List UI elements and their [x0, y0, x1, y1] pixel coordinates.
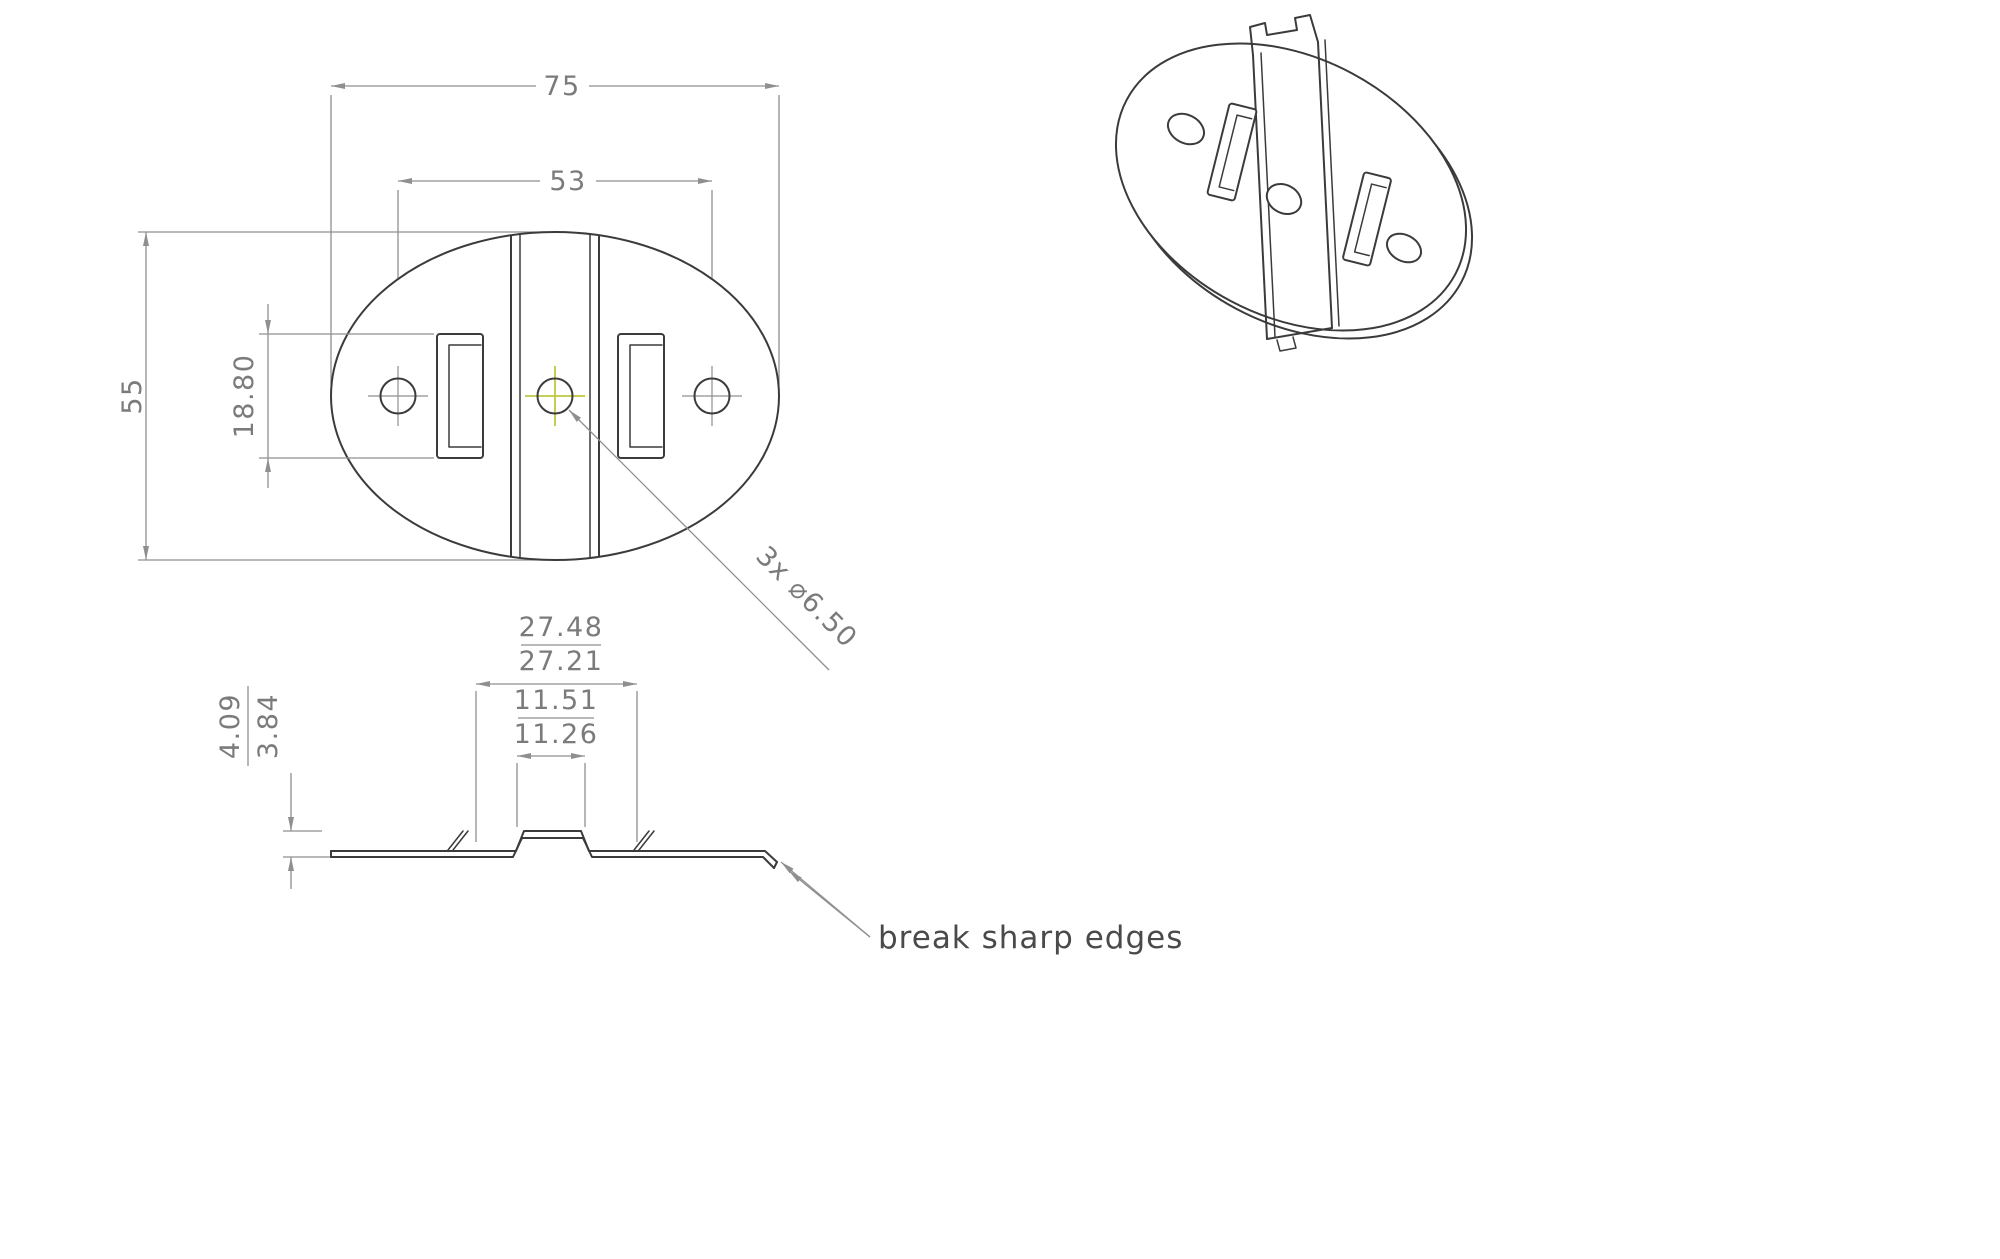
- lanced-tab-right: [633, 830, 655, 851]
- hole-callout-text: 3x ⌀6.50: [750, 541, 864, 655]
- dim-boss-width-max: 11.51: [514, 685, 599, 716]
- iso-hole-right: [1385, 232, 1423, 264]
- iso-slot-left: [1206, 102, 1258, 202]
- dim-boss-height-min: 3.84: [253, 693, 284, 759]
- dim-overall-height: 55: [117, 231, 547, 561]
- front-view: 75 53 55: [117, 71, 864, 671]
- iso-hole-left: [1166, 112, 1206, 146]
- note-break-sharp-edges: break sharp edges: [878, 920, 1183, 956]
- section-profile: [330, 830, 778, 869]
- dim-overall-height-value: 55: [117, 377, 148, 414]
- hole-left: [368, 366, 428, 426]
- hole-center: [525, 366, 585, 426]
- dim-slot-height: 18.80: [229, 304, 434, 488]
- iso-channel-top-notch: [1249, 14, 1319, 56]
- dim-boss-height: 4.09 3.84: [215, 686, 331, 889]
- dim-flange-span-min: 27.21: [519, 646, 604, 677]
- isometric-view: [1114, 14, 1474, 352]
- dim-overall-width-value: 75: [543, 71, 580, 102]
- center-mark-accent: [525, 366, 585, 426]
- iso-slot-right: [1342, 171, 1392, 267]
- iso-channel-bottom-tab: [1276, 336, 1297, 352]
- slot-left: [436, 333, 484, 459]
- note-leader: [780, 861, 871, 938]
- dim-boss-height-max: 4.09: [215, 693, 246, 759]
- center-channel-lines: [510, 233, 600, 559]
- dim-boss-width: 11.51 11.26: [514, 685, 599, 827]
- dim-boss-width-min: 11.26: [514, 719, 599, 750]
- dim-overall-width: 75: [330, 71, 780, 385]
- iso-hole-center: [1265, 183, 1303, 215]
- dim-slot-height-value: 18.80: [229, 354, 260, 439]
- dim-flange-span: 27.48 27.21: [475, 612, 638, 842]
- lanced-tab-left: [447, 830, 469, 851]
- slot-right: [617, 333, 665, 459]
- dim-flange-span-max: 27.48: [519, 612, 604, 643]
- section-view: 27.48 27.21 11.51 11.26 4.09 3.84: [215, 612, 1183, 956]
- hole-right: [682, 366, 742, 426]
- dim-hole-spacing-value: 53: [549, 166, 586, 197]
